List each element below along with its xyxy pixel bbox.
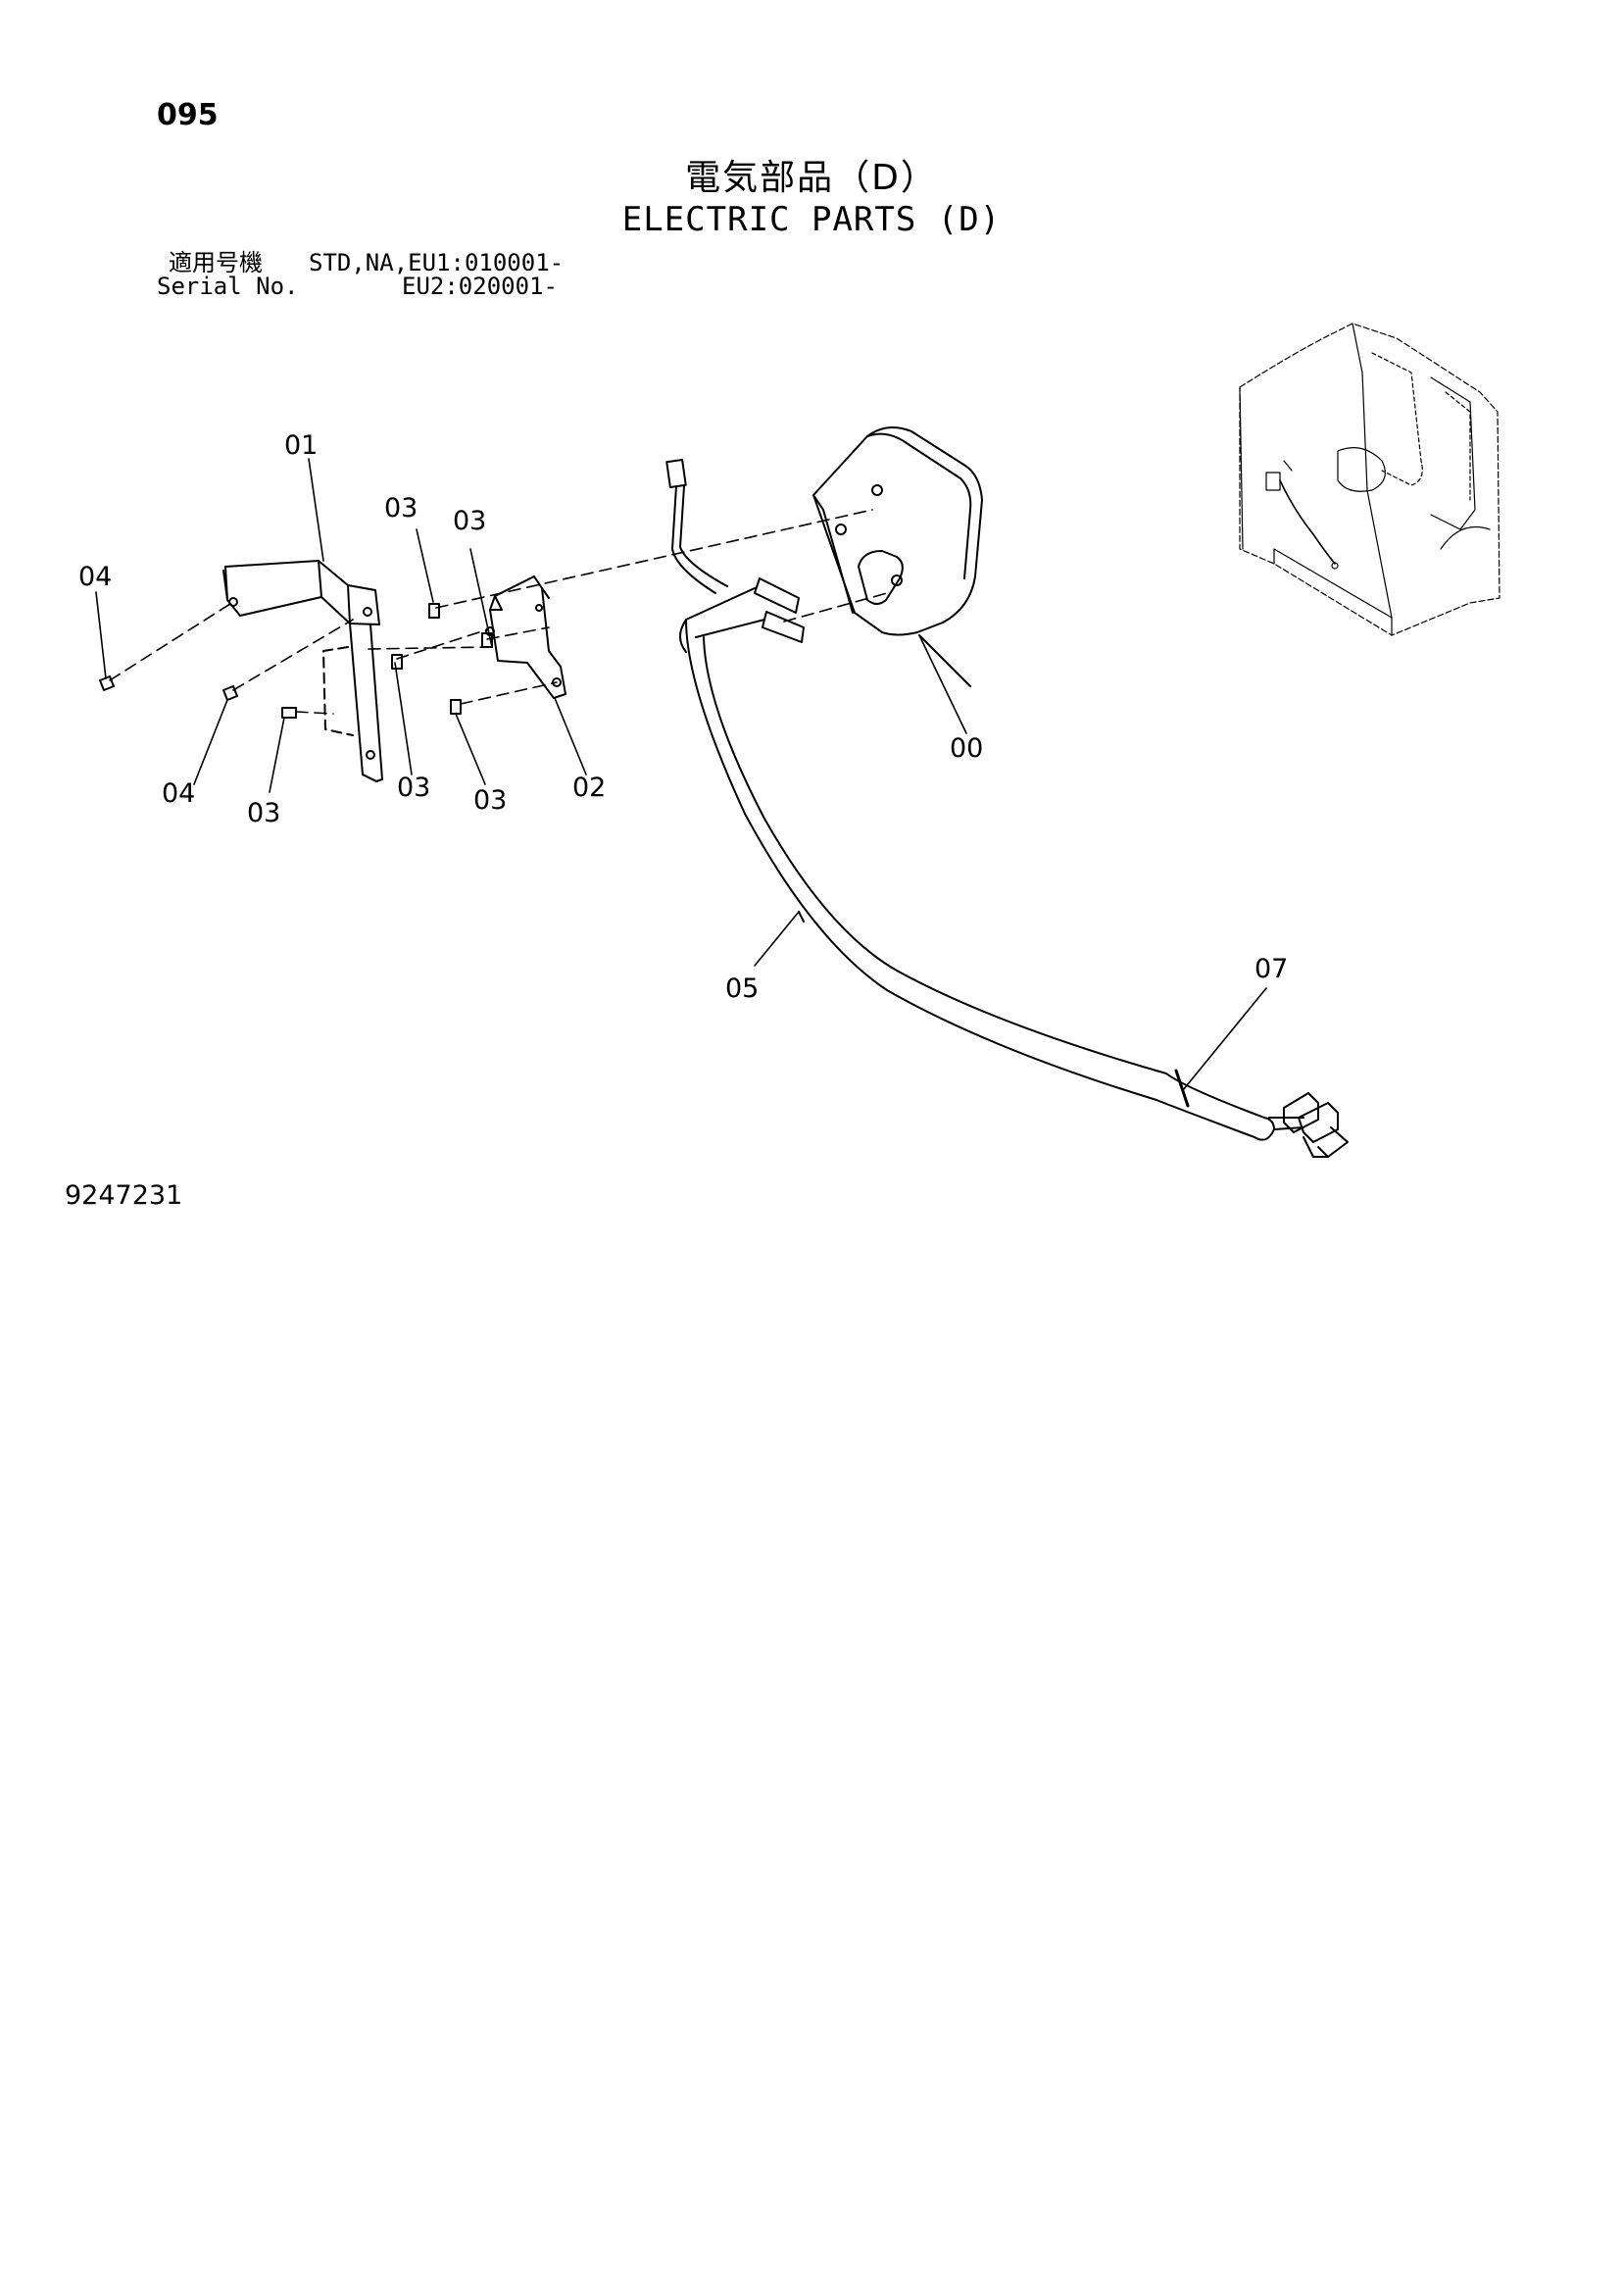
callout-02: 02 xyxy=(572,773,606,803)
callout-07: 07 xyxy=(1254,954,1288,984)
callouts: 01 04 04 03 03 03 03 03 02 00 05 07 xyxy=(78,430,1288,1004)
callout-04-upper: 04 xyxy=(78,562,112,592)
serial-label-english: Serial No. xyxy=(157,273,299,300)
callout-00: 00 xyxy=(950,733,983,764)
page-title-english: ELECTRIC PARTS (D) xyxy=(621,200,1002,239)
assembly-lines xyxy=(109,509,888,715)
serial-range-1: STD,NA,EU1:010001- xyxy=(309,249,565,276)
callout-05: 05 xyxy=(725,973,759,1004)
page-number: 095 xyxy=(157,98,219,132)
harness-05-drawing xyxy=(665,459,1349,1158)
bracket-02-drawing xyxy=(485,575,566,699)
callout-04-lower: 04 xyxy=(162,778,195,809)
callout-01: 01 xyxy=(284,430,318,461)
callout-03-upper-left: 03 xyxy=(384,493,418,524)
serial-label-japanese: 適用号機 xyxy=(169,249,263,276)
page-title-japanese: 電気部品（D） xyxy=(685,158,938,198)
leader-lines xyxy=(95,458,1267,1091)
callout-03-upper-right: 03 xyxy=(453,506,486,536)
bracket-01-drawing xyxy=(222,560,383,782)
figure-number: 9247231 xyxy=(65,1180,183,1211)
callout-03-bottom-left: 03 xyxy=(247,798,280,828)
callout-03-bottom-right: 03 xyxy=(473,785,507,816)
cab-location-inset xyxy=(1239,323,1500,636)
callout-03-bottom-center: 03 xyxy=(397,773,430,803)
bolts-drawing xyxy=(99,603,493,719)
serial-range-2: EU2:020001- xyxy=(402,273,558,300)
monitor-00-drawing xyxy=(812,426,983,687)
